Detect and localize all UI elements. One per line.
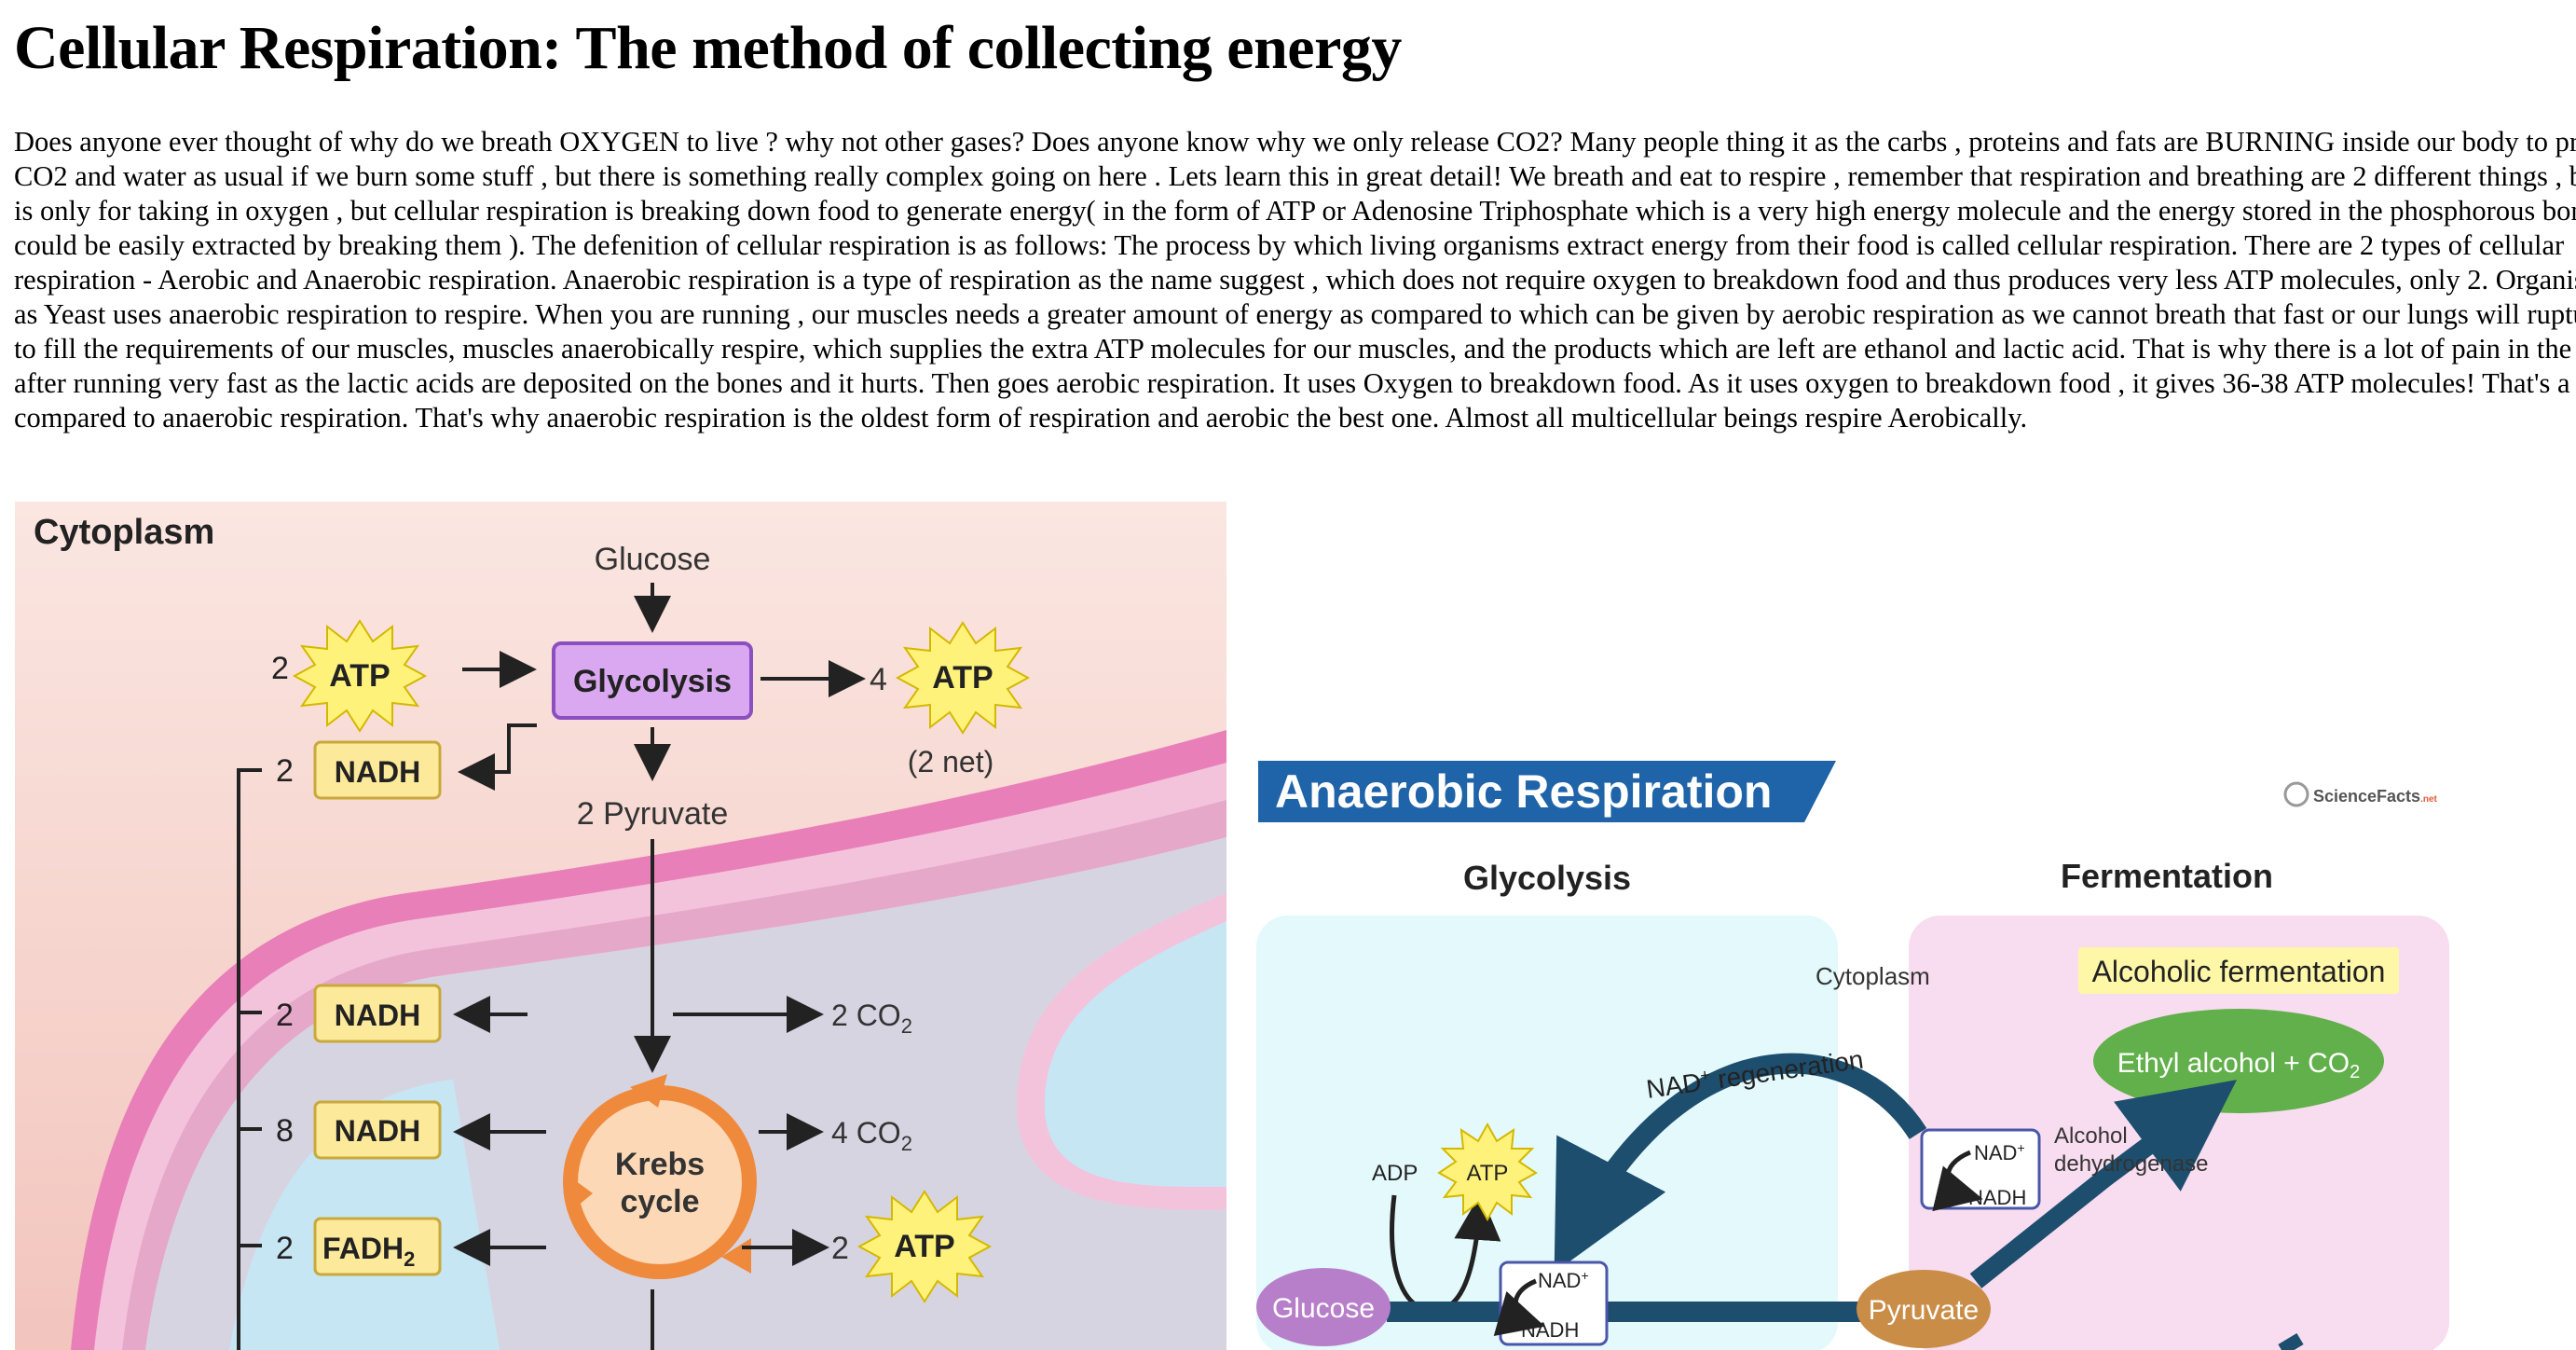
nadh-count: 8 [276, 1113, 294, 1149]
anaerobic-respiration-figure: Anaerobic Respiration ScienceFacts.net G… [1256, 751, 2576, 1350]
fadh-box [313, 1217, 442, 1276]
atp-in-count: 2 [271, 651, 289, 686]
glucose-label: Glucose [1272, 1293, 1375, 1324]
nadh-label: NADH [1968, 1186, 2026, 1209]
nad-regeneration-arrow [1554, 1053, 1927, 1273]
fermentation-heading: Fermentation [2061, 857, 2273, 895]
pyruvate-ellipse [1857, 1270, 1991, 1348]
aerobic-respiration-figure: Cytoplasm Glucose Glycolysis 2 ATP 4 ATP… [15, 502, 1226, 1350]
brand-label: ScienceFacts.net [2313, 787, 2438, 806]
atp-label: ATP [1467, 1161, 1509, 1186]
nadh-label: NADH [1521, 1318, 1579, 1342]
krebs-cycle-circle [563, 1085, 757, 1279]
alcohol-label: Alcohol [2054, 1123, 2128, 1149]
nad-label: NAD+ [1538, 1268, 1589, 1292]
glycolysis-label: Glycolysis [573, 664, 732, 699]
glycolysis-panel [1256, 916, 1838, 1350]
atp-label: ATP [932, 660, 993, 696]
article-paragraph: Does anyone ever thought of why do we br… [14, 126, 2576, 434]
fermentation-arrow [1969, 1080, 2238, 1288]
nadh-box [313, 984, 442, 1043]
dehydrogenase-label: dehydrogenase [2054, 1151, 2208, 1177]
fadh-count: 2 [276, 1231, 294, 1266]
atp-burst-icon [856, 1190, 993, 1303]
glucose-label: Glucose [595, 542, 711, 577]
title-bar [1258, 761, 1836, 822]
cytoplasm-label: Cytoplasm [1816, 962, 1930, 990]
atp-label: ATP [329, 658, 390, 694]
nadh-count: 2 [276, 998, 294, 1033]
nad-label: NAD+ [1974, 1140, 2025, 1164]
nadh-label: NADH [335, 755, 420, 789]
glycolysis-heading: Glycolysis [1463, 859, 1631, 897]
krebs-label: Krebs [615, 1147, 705, 1182]
atp-label: ATP [894, 1229, 954, 1264]
nadh-box [313, 740, 442, 800]
adp-label: ADP [1372, 1161, 1418, 1186]
atp-burst-icon [1437, 1122, 1538, 1222]
atp-out-count: 2 [831, 1231, 849, 1266]
krebs-label: cycle [620, 1184, 699, 1219]
nadh-count: 2 [276, 753, 294, 789]
figure-title: Anaerobic Respiration [1275, 765, 1772, 818]
cytoplasm-label: Cytoplasm [34, 513, 214, 552]
glucose-ellipse [1256, 1268, 1391, 1346]
nadh-label: NADH [335, 999, 420, 1032]
atp-burst-icon [895, 621, 1031, 735]
brand-logo-icon [2283, 781, 2309, 807]
alcoholic-fermentation-label: Alcoholic fermentation [2092, 955, 2386, 988]
alcoholic-fermentation-box [2078, 947, 2399, 994]
fadh-label: FADH2 [322, 1232, 415, 1271]
co2-output-label: 4 CO2 [831, 1116, 912, 1155]
co2-output-label: 2 CO2 [831, 999, 912, 1038]
nadh-box [313, 1100, 442, 1160]
ethyl-alcohol-label: Ethyl alcohol + CO2 [2117, 1048, 2360, 1082]
pyruvate-label: 2 Pyruvate [577, 796, 729, 832]
atp-burst-icon [292, 619, 428, 733]
glycolysis-box [552, 641, 753, 720]
nadh-label: NADH [335, 1114, 420, 1148]
page-title: Cellular Respiration: The method of coll… [14, 14, 1402, 82]
pyruvate-label: Pyruvate [1869, 1295, 1979, 1326]
atp-out-count: 4 [870, 662, 887, 697]
net-atp-label: (2 net) [908, 745, 993, 778]
